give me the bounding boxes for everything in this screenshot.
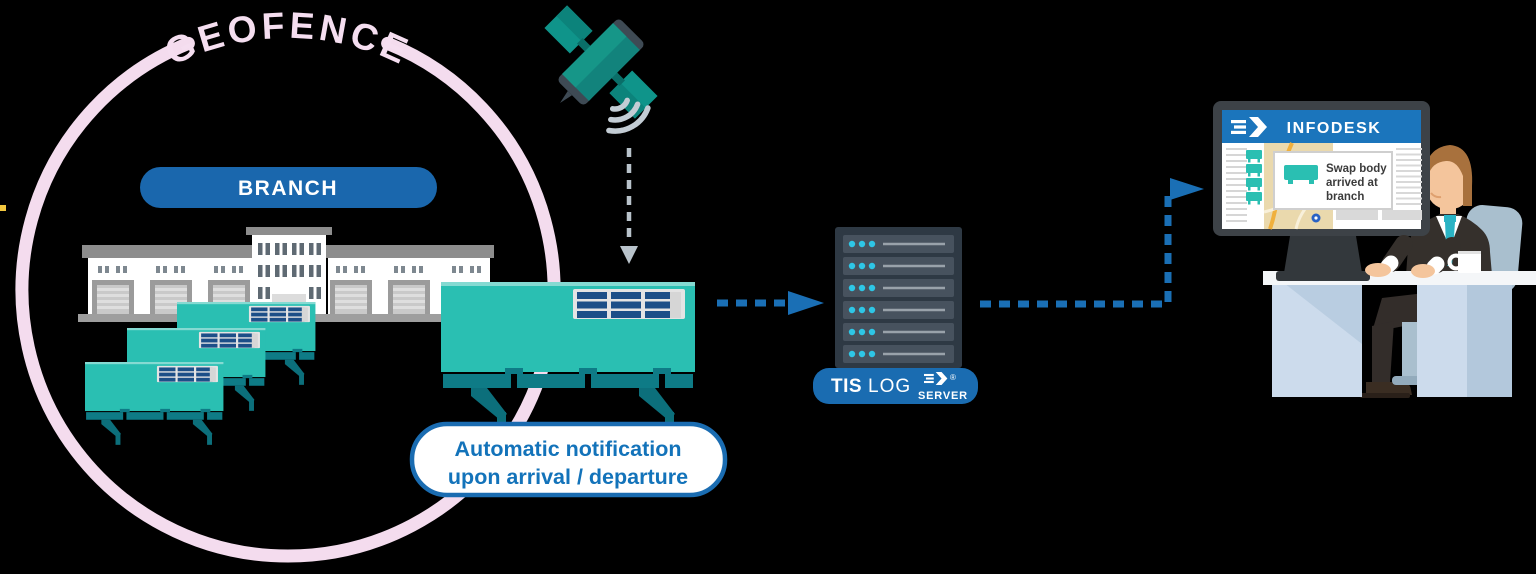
tislog-registered-mark: ®	[950, 373, 956, 382]
satellite-icon	[544, 5, 658, 119]
tislog-pill	[813, 368, 978, 404]
server-rack-icon	[835, 227, 962, 368]
notification-pill: Automatic notification upon arrival / de…	[409, 421, 728, 498]
popup-line-1: Swap body	[1326, 163, 1387, 175]
monitor-right-panel	[1336, 148, 1422, 220]
swap-body-small-3	[85, 362, 224, 445]
arrow-swapbody-to-server	[717, 291, 824, 315]
infodesk-header	[1222, 110, 1421, 143]
person-arms	[1365, 235, 1461, 278]
monitor-base	[1276, 271, 1370, 281]
arrow-server-to-monitor	[980, 178, 1204, 308]
infodesk-title: INFODESK	[1287, 120, 1382, 137]
notification-line1: Automatic notification	[455, 437, 682, 461]
geofence-label: GEOFENCE	[159, 5, 417, 73]
tislog-server-label: SERVER	[918, 390, 968, 402]
gps-downlink-arrow	[620, 148, 638, 264]
monitor-stand	[1284, 236, 1362, 273]
notification-line2: upon arrival / departure	[448, 465, 688, 489]
tislog-text-log: LOG	[868, 376, 911, 397]
office-desk	[1263, 271, 1536, 397]
tislog-badge: TIS LOG ® SERVER	[813, 368, 978, 404]
signal-waves-icon	[606, 97, 651, 134]
branch-label: BRANCH	[238, 177, 338, 200]
chair-pole	[1402, 322, 1420, 380]
person-hair	[1423, 145, 1473, 206]
tislog-text-tis: TIS	[831, 376, 862, 397]
geofence-circle	[15, 36, 561, 563]
swap-body-main	[441, 282, 695, 434]
person-hand-right	[1411, 264, 1435, 278]
branch-pill: BRANCH	[140, 167, 437, 208]
popup-swapbody-icon	[1284, 165, 1318, 184]
infodesk-monitor: INFODESK	[0, 101, 1430, 281]
popup-line-3: branch	[1326, 191, 1364, 203]
person-hand-left	[1365, 263, 1391, 277]
person-shoe	[1366, 382, 1412, 395]
monitor-sidebar	[1226, 148, 1262, 222]
coffee-mug-icon	[1447, 251, 1481, 273]
alert-popup: Swap body arrived at branch	[1273, 151, 1393, 210]
popup-line-2: arrived at	[1326, 177, 1378, 189]
